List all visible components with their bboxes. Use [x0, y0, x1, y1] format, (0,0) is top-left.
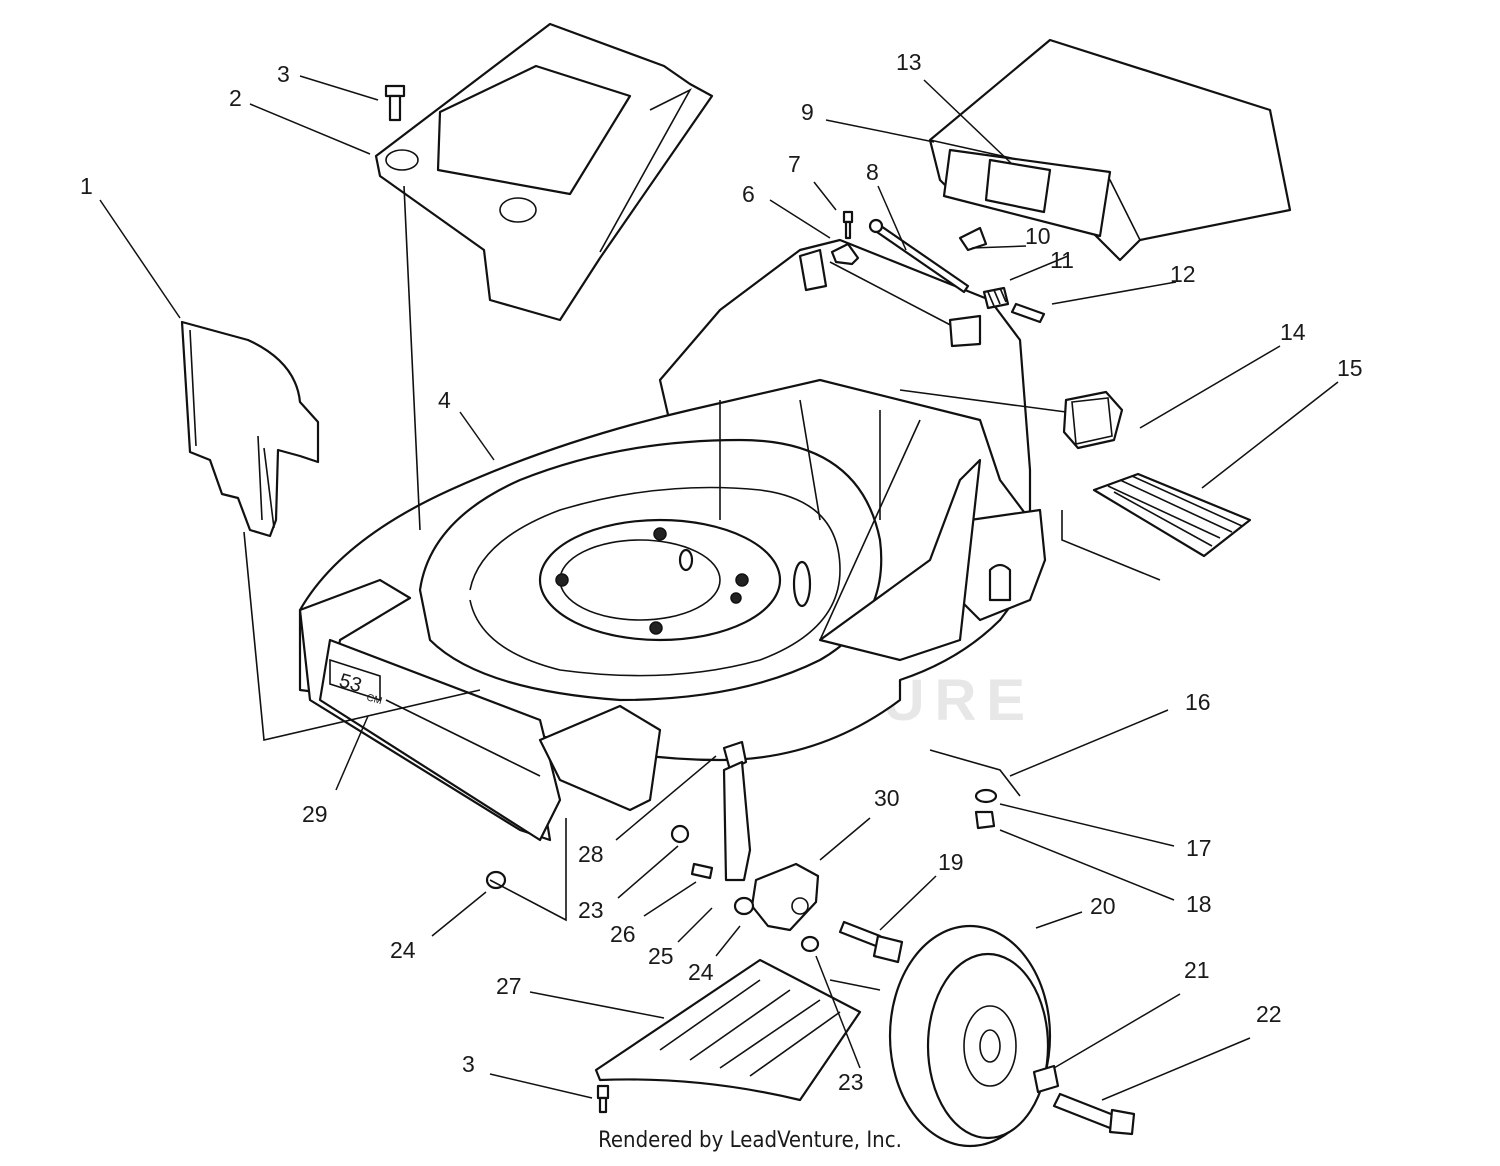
- part-3-bolt-bottom: [596, 1084, 610, 1114]
- callout-13: 13: [896, 49, 922, 75]
- callout-24-center: 24: [688, 959, 714, 985]
- part-16-rod: [929, 749, 1021, 797]
- part-19-wheel-bolt: [838, 920, 904, 964]
- part-15-grille: [1092, 472, 1252, 558]
- callout-19: 19: [938, 849, 964, 875]
- part-27-front-skirt: [594, 958, 862, 1102]
- callout-27: 27: [496, 973, 522, 999]
- callout-28: 28: [578, 841, 604, 867]
- part-12-spacer: [1010, 302, 1046, 324]
- callout-labels: 1 2 3 4 6 7 8 9 10 11 12 13 14 15 16 17 …: [80, 49, 1363, 1095]
- part-24-nut-left: [485, 870, 507, 890]
- callout-16: 16: [1185, 689, 1211, 715]
- callout-30: 30: [874, 785, 900, 811]
- part-22-axle-bolt: [1052, 1092, 1136, 1136]
- callout-29: 29: [302, 801, 328, 827]
- callout-3-lower: 3: [462, 1051, 475, 1077]
- part-7-screw: [842, 210, 854, 240]
- callout-7: 7: [788, 151, 801, 177]
- part-2-cover-plate: [374, 22, 714, 322]
- footer-credit: Rendered by LeadVenture, Inc.: [598, 1128, 902, 1153]
- leader-lines: [99, 75, 1339, 1101]
- part-8-rod: [868, 218, 970, 294]
- callout-10: 10: [1025, 223, 1051, 249]
- callout-1: 1: [80, 173, 93, 199]
- part-26-pin: [690, 862, 714, 880]
- callout-24: 24: [390, 937, 416, 963]
- part-23-washer-upper: [670, 824, 690, 844]
- callout-15: 15: [1337, 355, 1363, 381]
- callout-22: 22: [1256, 1001, 1282, 1027]
- callout-11: 11: [1050, 247, 1074, 273]
- part-6-bracket: [830, 242, 860, 266]
- rear-hinge-rod: [798, 248, 982, 348]
- part-14-mulch-plug: [1062, 390, 1124, 450]
- part-9-rear-flap: [928, 38, 1292, 262]
- callout-8: 8: [866, 159, 879, 185]
- callout-23-lower: 23: [838, 1069, 864, 1095]
- part-3-bolt-top: [384, 84, 406, 122]
- callout-18: 18: [1186, 891, 1212, 917]
- part-13-label-window: [984, 158, 1052, 214]
- part-23-washer-lower: [800, 935, 820, 953]
- part-30-wheel-adapter: [750, 862, 820, 932]
- part-17-washer: [974, 788, 998, 804]
- callout-3: 3: [277, 61, 290, 87]
- callout-23: 23: [578, 897, 604, 923]
- part-21-bushing: [1032, 1064, 1060, 1094]
- part-10-clip: [958, 226, 988, 252]
- reference-lines: [243, 185, 1161, 991]
- callout-12: 12: [1170, 261, 1196, 287]
- callout-17: 17: [1186, 835, 1212, 861]
- callout-20: 20: [1090, 893, 1116, 919]
- callout-6: 6: [742, 181, 755, 207]
- callout-14: 14: [1280, 319, 1306, 345]
- callout-25: 25: [648, 943, 674, 969]
- callout-26: 26: [610, 921, 636, 947]
- callout-2: 2: [229, 85, 242, 111]
- part-18-screw: [974, 810, 996, 830]
- part-28-height-lever: [722, 740, 752, 882]
- part-24-nut-center: [733, 896, 755, 916]
- part-4-mower-deck: 53 CM: [298, 238, 1047, 842]
- callout-21: 21: [1184, 957, 1210, 983]
- part-11-spring: [982, 286, 1010, 310]
- part-20-wheel: [888, 924, 1052, 1148]
- callout-4: 4: [438, 387, 451, 413]
- part-1-discharge-plate: [180, 320, 320, 538]
- callout-9: 9: [801, 99, 814, 125]
- deck-size-unit: CM: [365, 692, 383, 707]
